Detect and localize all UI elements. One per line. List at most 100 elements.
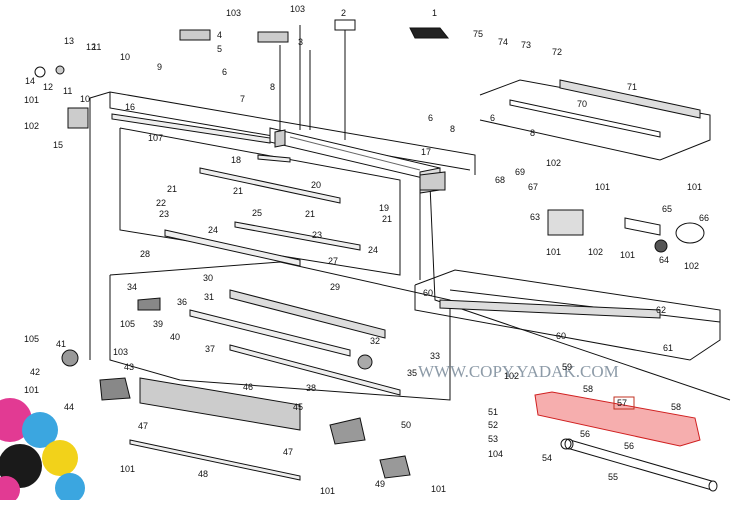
part-label: 8 <box>270 82 275 92</box>
part-label: 12 <box>43 82 53 92</box>
part-label: 103 <box>290 4 305 14</box>
part-label: 2 <box>341 8 346 18</box>
part-label: 105 <box>24 334 39 344</box>
part-label: 44 <box>64 402 74 412</box>
part-label: 101 <box>120 464 135 474</box>
part-label: 4 <box>217 30 222 40</box>
part-label: 102 <box>684 261 699 271</box>
part-label: 29 <box>330 282 340 292</box>
part-label: 30 <box>203 273 213 283</box>
part-label: 45 <box>293 402 303 412</box>
part-label: 47 <box>283 447 293 457</box>
part-label: 46 <box>243 382 253 392</box>
part-label: 22 <box>156 198 166 208</box>
part-label: 10 <box>80 94 90 104</box>
part-label: 20 <box>311 180 321 190</box>
part-label: 64 <box>659 255 669 265</box>
part-label: 75 <box>473 29 483 39</box>
part-label: 41 <box>56 339 66 349</box>
part-label: 21 <box>382 214 392 224</box>
part-label: 27 <box>328 256 338 266</box>
part-label: 101 <box>24 95 39 105</box>
part-label: 68 <box>495 175 505 185</box>
part-label: 73 <box>521 40 531 50</box>
part-label: 55 <box>608 472 618 482</box>
part-label: 35 <box>407 368 417 378</box>
part-label: 43 <box>124 362 134 372</box>
part-label: 51 <box>488 407 498 417</box>
part-label: 37 <box>205 344 215 354</box>
roller-55 <box>560 438 718 492</box>
part-label: 23 <box>312 230 322 240</box>
part-label: 9 <box>157 62 162 72</box>
part-label: 58 <box>583 384 593 394</box>
part-label: 21 <box>167 184 177 194</box>
part-label: 12 <box>86 42 96 52</box>
part-label: 71 <box>627 82 637 92</box>
small-parts <box>34 19 705 479</box>
part-label: 59 <box>562 362 572 372</box>
part-label: 47 <box>138 421 148 431</box>
part-label: 102 <box>546 158 561 168</box>
part-label: 49 <box>375 479 385 489</box>
part-label: 6 <box>428 113 433 123</box>
part-57-tag <box>613 396 635 410</box>
part-label: 105 <box>120 319 135 329</box>
part-label: 8 <box>530 128 535 138</box>
part-label: 31 <box>204 292 214 302</box>
part-label: 11 <box>92 42 101 52</box>
part-label: 101 <box>320 486 335 496</box>
part-label: 42 <box>30 367 40 377</box>
part-label: 103 <box>113 347 128 357</box>
part-label: 8 <box>450 124 455 134</box>
rods <box>111 79 701 481</box>
part-label: 57 <box>617 398 627 408</box>
part-label: 102 <box>24 121 39 131</box>
part-label: 56 <box>580 429 590 439</box>
part-label: 17 <box>421 147 431 157</box>
part-label: 15 <box>53 140 63 150</box>
part-label: 104 <box>488 449 503 459</box>
part-label: 6 <box>490 113 495 123</box>
part-label: 65 <box>662 204 672 214</box>
part-label: 21 <box>305 209 315 219</box>
part-label: 1 <box>432 8 437 18</box>
highlighted-part-57[interactable] <box>534 391 701 447</box>
part-label: 66 <box>699 213 709 223</box>
cmyk-logo <box>0 398 85 504</box>
part-label: 14 <box>25 76 35 86</box>
part-label: 60 <box>423 288 433 298</box>
part-label: 74 <box>498 37 508 47</box>
part-label: 101 <box>687 182 702 192</box>
part-label: 16 <box>125 102 135 112</box>
part-label: 28 <box>140 249 150 259</box>
part-label: 36 <box>177 297 187 307</box>
part-label: 101 <box>595 182 610 192</box>
part-label: 3 <box>298 37 303 47</box>
part-label: 72 <box>552 47 562 57</box>
part-label: 63 <box>530 212 540 222</box>
part-label: 25 <box>252 208 262 218</box>
part-label: 21 <box>233 186 243 196</box>
part-label: 48 <box>198 469 208 479</box>
part-label: 60 <box>556 331 566 341</box>
part-label: 39 <box>153 319 163 329</box>
part-label: 69 <box>515 167 525 177</box>
part-label: 103 <box>226 8 241 18</box>
part-label: 7 <box>240 94 245 104</box>
part-labels: 103 4 5 103 3 2 1 13 12 10 14 12 11 11 1… <box>24 4 709 496</box>
part-label: 58 <box>671 402 681 412</box>
part-label: 6 <box>222 67 227 77</box>
part-label: 40 <box>170 332 180 342</box>
part-label: 10 <box>120 52 130 62</box>
part-label: 101 <box>546 247 561 257</box>
part-label: 107 <box>148 133 163 143</box>
part-label: 19 <box>379 203 389 213</box>
part-label: 54 <box>542 453 552 463</box>
part-label: 101 <box>24 385 39 395</box>
part-label: 56 <box>624 441 634 451</box>
part-label: 13 <box>64 36 74 46</box>
frame-outlines <box>89 25 731 401</box>
part-label: 24 <box>368 245 378 255</box>
